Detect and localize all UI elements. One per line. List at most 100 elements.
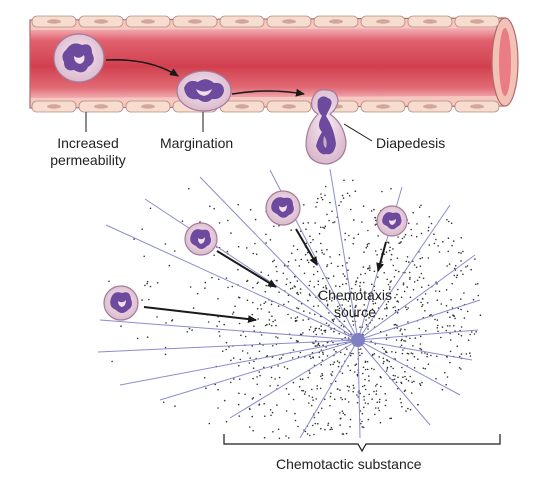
gradient-dot (238, 392, 240, 395)
gradient-dot (164, 346, 167, 349)
gradient-dot (343, 179, 345, 182)
gradient-dot (359, 392, 362, 395)
gradient-dot (440, 336, 442, 339)
gradient-dot (418, 276, 421, 279)
substance-bracket (223, 434, 501, 453)
gradient-dot (474, 258, 476, 260)
gradient-dot (463, 317, 466, 319)
gradient-dot (344, 413, 346, 416)
gradient-dot (387, 241, 389, 243)
gradient-dot (322, 351, 324, 354)
gradient-dot (344, 232, 347, 235)
gradient-dot (460, 298, 462, 300)
gradient-dot (217, 298, 219, 300)
gradient-dot (303, 393, 306, 395)
gradient-dot (350, 287, 353, 290)
gradient-dot (315, 206, 317, 208)
gradient-dot (316, 270, 319, 273)
gradient-dot (409, 278, 411, 280)
gradient-dot (456, 274, 459, 277)
gradient-dot (287, 313, 289, 316)
gradient-dot (359, 281, 362, 284)
gradient-dot (408, 261, 410, 263)
gradient-dot (237, 203, 239, 206)
endothelial-nucleus (329, 19, 343, 24)
gradient-dot (276, 404, 278, 406)
gradient-dot (452, 240, 455, 242)
gradient-dot (241, 350, 244, 352)
gradient-dot (260, 271, 263, 274)
label-line: permeability (50, 152, 126, 168)
chemotaxis-arrow-2 (216, 250, 277, 288)
gradient-dot (402, 376, 404, 379)
gradient-dot (204, 287, 206, 289)
gradient-dot (426, 353, 429, 355)
gradient-dot (308, 395, 311, 397)
gradient-dot (317, 343, 319, 346)
gradient-dot (399, 242, 402, 244)
gradient-dot (249, 209, 252, 211)
gradient-dot (303, 204, 305, 206)
gradient-dot (231, 313, 234, 315)
gradient-dot (353, 371, 356, 373)
gradient-dot (333, 221, 336, 223)
gradient-dot (317, 197, 319, 200)
gradient-dot (341, 410, 344, 413)
gradient-dot (400, 296, 403, 299)
gradient-dot (349, 369, 352, 372)
gradient-dot (374, 385, 377, 387)
gradient-dot (294, 317, 297, 320)
gradient-dot (297, 356, 300, 358)
gradient-dot (149, 285, 152, 288)
gradient-dot (225, 420, 228, 423)
gradient-dot (454, 264, 457, 267)
gradient-dot (341, 304, 344, 306)
gradient-dot (465, 266, 467, 268)
gradient-dot (437, 330, 439, 333)
gradient-dot (460, 353, 463, 355)
gradient-dot (238, 296, 240, 299)
gradient-dot (387, 300, 390, 303)
gradient-dot (285, 410, 288, 412)
gradient-dot (362, 366, 365, 369)
gradient-dot (270, 303, 273, 306)
gradient-dot (375, 393, 378, 395)
gradient-dot (363, 304, 366, 306)
gradient-dot (347, 401, 350, 403)
gradient-dot (451, 282, 454, 285)
gradient-dot (289, 281, 292, 284)
gradient-dot (252, 367, 255, 370)
gradient-dot (407, 353, 410, 355)
gradient-dot (466, 265, 469, 267)
gradient-dot (320, 375, 322, 378)
gradient-dot (353, 237, 355, 239)
gradient-dot (320, 325, 322, 327)
gradient-dot (396, 257, 399, 260)
gradient-dot (297, 425, 299, 428)
gradient-dot (328, 219, 330, 222)
gradient-dot (291, 287, 294, 289)
gradient-dot (333, 398, 336, 401)
gradient-dot (248, 426, 251, 428)
gradient-dot (269, 385, 271, 387)
gradient-dot (409, 375, 412, 378)
gradient-dot (364, 388, 367, 391)
gradient-dot (374, 224, 377, 226)
gradient-dot (421, 257, 424, 259)
gradient-dot (357, 233, 360, 235)
gradient-dot (316, 388, 319, 390)
gradient-dot (260, 334, 263, 336)
gradient-dot (217, 388, 219, 391)
gradient-dot (405, 260, 408, 263)
gradient-dot (381, 190, 383, 193)
gradient-dot (367, 402, 369, 405)
gradient-dot (388, 249, 391, 252)
gradient-dot (252, 252, 254, 255)
gradient-dot (260, 308, 263, 310)
gradient-dot (310, 241, 312, 244)
gradient-dot (393, 324, 396, 326)
endothelial-nucleus (141, 104, 155, 109)
gradient-dot (450, 299, 452, 301)
gradient-dot (382, 357, 385, 360)
